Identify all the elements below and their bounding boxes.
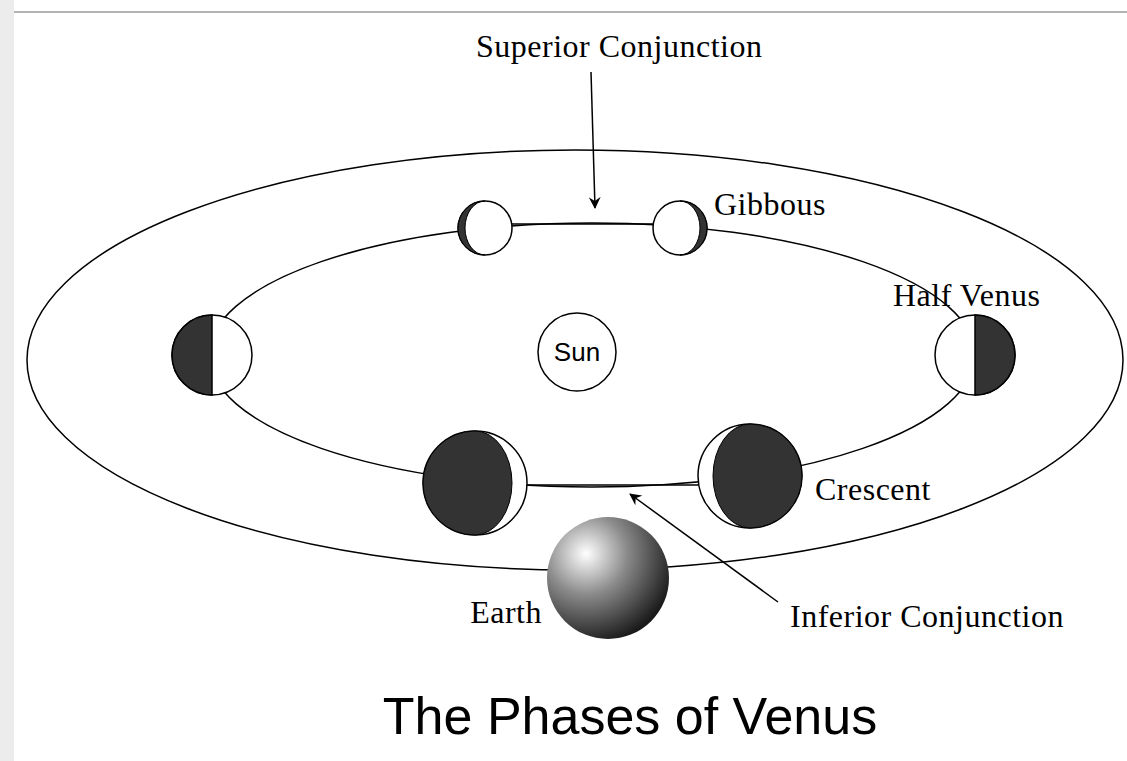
frame-line xyxy=(14,11,1127,13)
venus-orbit xyxy=(209,223,975,487)
phase-label: Crescent xyxy=(815,473,931,505)
phase-label: Gibbous xyxy=(714,188,826,220)
venus-gibbous xyxy=(458,201,512,255)
node-label: Earth xyxy=(470,596,542,628)
venus-half xyxy=(172,315,252,395)
venus-crescent xyxy=(423,431,527,535)
earth-sphere-shape xyxy=(546,516,670,640)
node-label: Sun xyxy=(554,339,600,365)
venus-half xyxy=(935,315,1015,395)
venus-gibbous xyxy=(653,201,707,255)
earth-sphere: Earth xyxy=(546,516,670,640)
sun-circle: Sun xyxy=(537,312,617,392)
diagram-title: The Phases of Venus xyxy=(383,690,877,742)
frame-strip xyxy=(0,0,14,761)
position-label: Inferior Conjunction xyxy=(790,600,1064,632)
phase-label: Half Venus xyxy=(893,279,1041,311)
conjunction-line xyxy=(512,223,653,225)
position-label: Superior Conjunction xyxy=(476,30,762,62)
venus-crescent xyxy=(698,424,802,528)
earth-orbit xyxy=(27,150,1123,570)
conjunction-line xyxy=(527,484,698,486)
leader-arrow xyxy=(591,72,595,208)
